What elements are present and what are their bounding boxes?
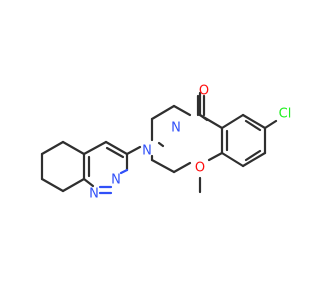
bond bbox=[61, 140, 86, 156]
bond bbox=[40, 177, 65, 193]
bond bbox=[220, 113, 245, 130]
bond bbox=[172, 161, 192, 174]
structure-canvas: O N N Cl O N N bbox=[40, 83, 292, 202]
atom-oxygen-methoxy: O bbox=[195, 161, 205, 176]
bond bbox=[241, 151, 267, 168]
bond bbox=[172, 104, 192, 117]
atom-nitrogen-ring: N bbox=[111, 173, 121, 188]
bond bbox=[105, 146, 125, 159]
bond bbox=[150, 104, 176, 121]
bond bbox=[157, 141, 165, 148]
bond bbox=[61, 177, 86, 193]
bond bbox=[82, 177, 95, 188]
bond bbox=[244, 149, 262, 162]
bond bbox=[125, 145, 142, 156]
bond bbox=[241, 113, 267, 130]
bond bbox=[150, 158, 176, 174]
bond bbox=[244, 119, 262, 132]
bond-group bbox=[40, 91, 278, 195]
bond bbox=[82, 140, 108, 156]
bond bbox=[198, 113, 224, 130]
atom-nitrogen-piperazine: N bbox=[142, 144, 152, 159]
chemical-structure-diagram: O N N Cl O N N bbox=[40, 84, 292, 202]
atom-chlorine: Cl bbox=[279, 107, 292, 122]
bond bbox=[207, 151, 224, 162]
bond bbox=[220, 151, 245, 168]
bond bbox=[40, 140, 65, 156]
atom-oxygen-carbonyl: O bbox=[199, 84, 209, 99]
bond bbox=[119, 168, 129, 175]
atom-nitrogen-ring: N bbox=[89, 187, 99, 202]
bond bbox=[104, 140, 129, 156]
atom-nitrogen-piperazine: N bbox=[171, 121, 181, 136]
bond bbox=[263, 119, 278, 130]
